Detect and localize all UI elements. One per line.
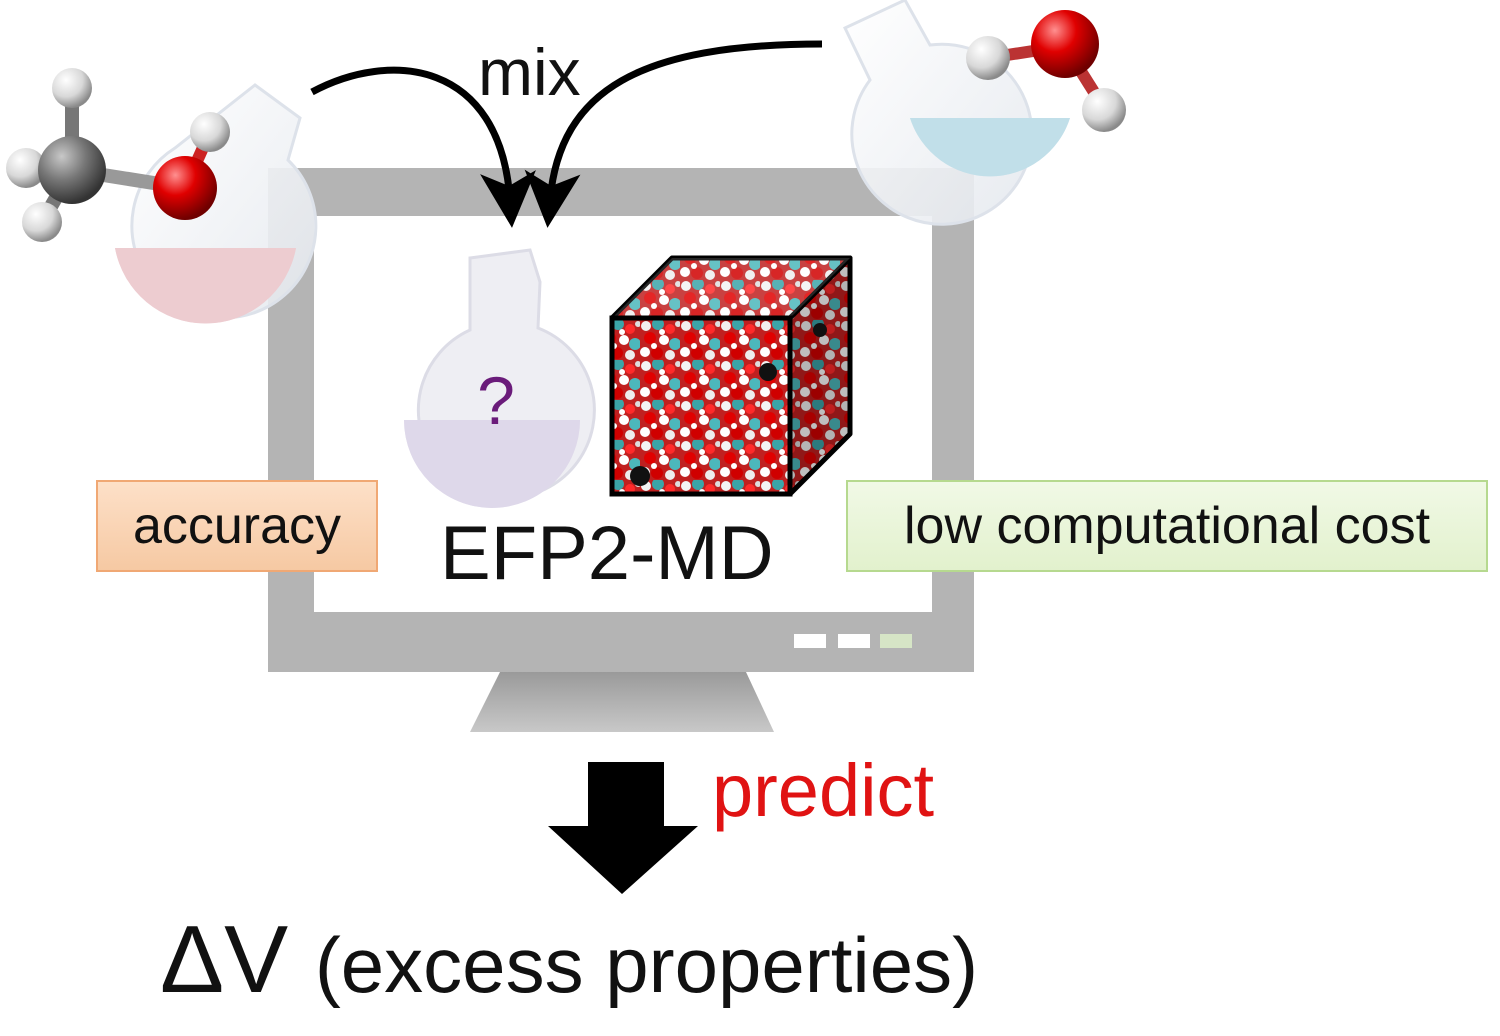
delta-v-symbol: ΔV [160,906,289,1013]
down-arrow-icon [548,762,698,894]
result-label: ΔV (excess properties) [160,905,978,1015]
accuracy-badge: accuracy [96,480,378,572]
excess-properties-text: (excess properties) [314,921,979,1009]
method-label: EFP2-MD [440,511,774,596]
mix-arrows [310,40,823,228]
unknown-mixture-flask-icon: ? [404,248,596,508]
low-cost-badge: low computational cost [846,480,1488,572]
methanol-flask-icon [115,83,318,324]
question-mark: ? [477,363,515,439]
water-molecule-icon [966,10,1126,132]
simulation-box-icon [609,255,853,497]
mix-label: mix [478,35,581,109]
predict-label: predict [712,749,935,832]
methanol-molecule-icon [6,68,230,242]
water-flask-icon [842,0,1070,226]
